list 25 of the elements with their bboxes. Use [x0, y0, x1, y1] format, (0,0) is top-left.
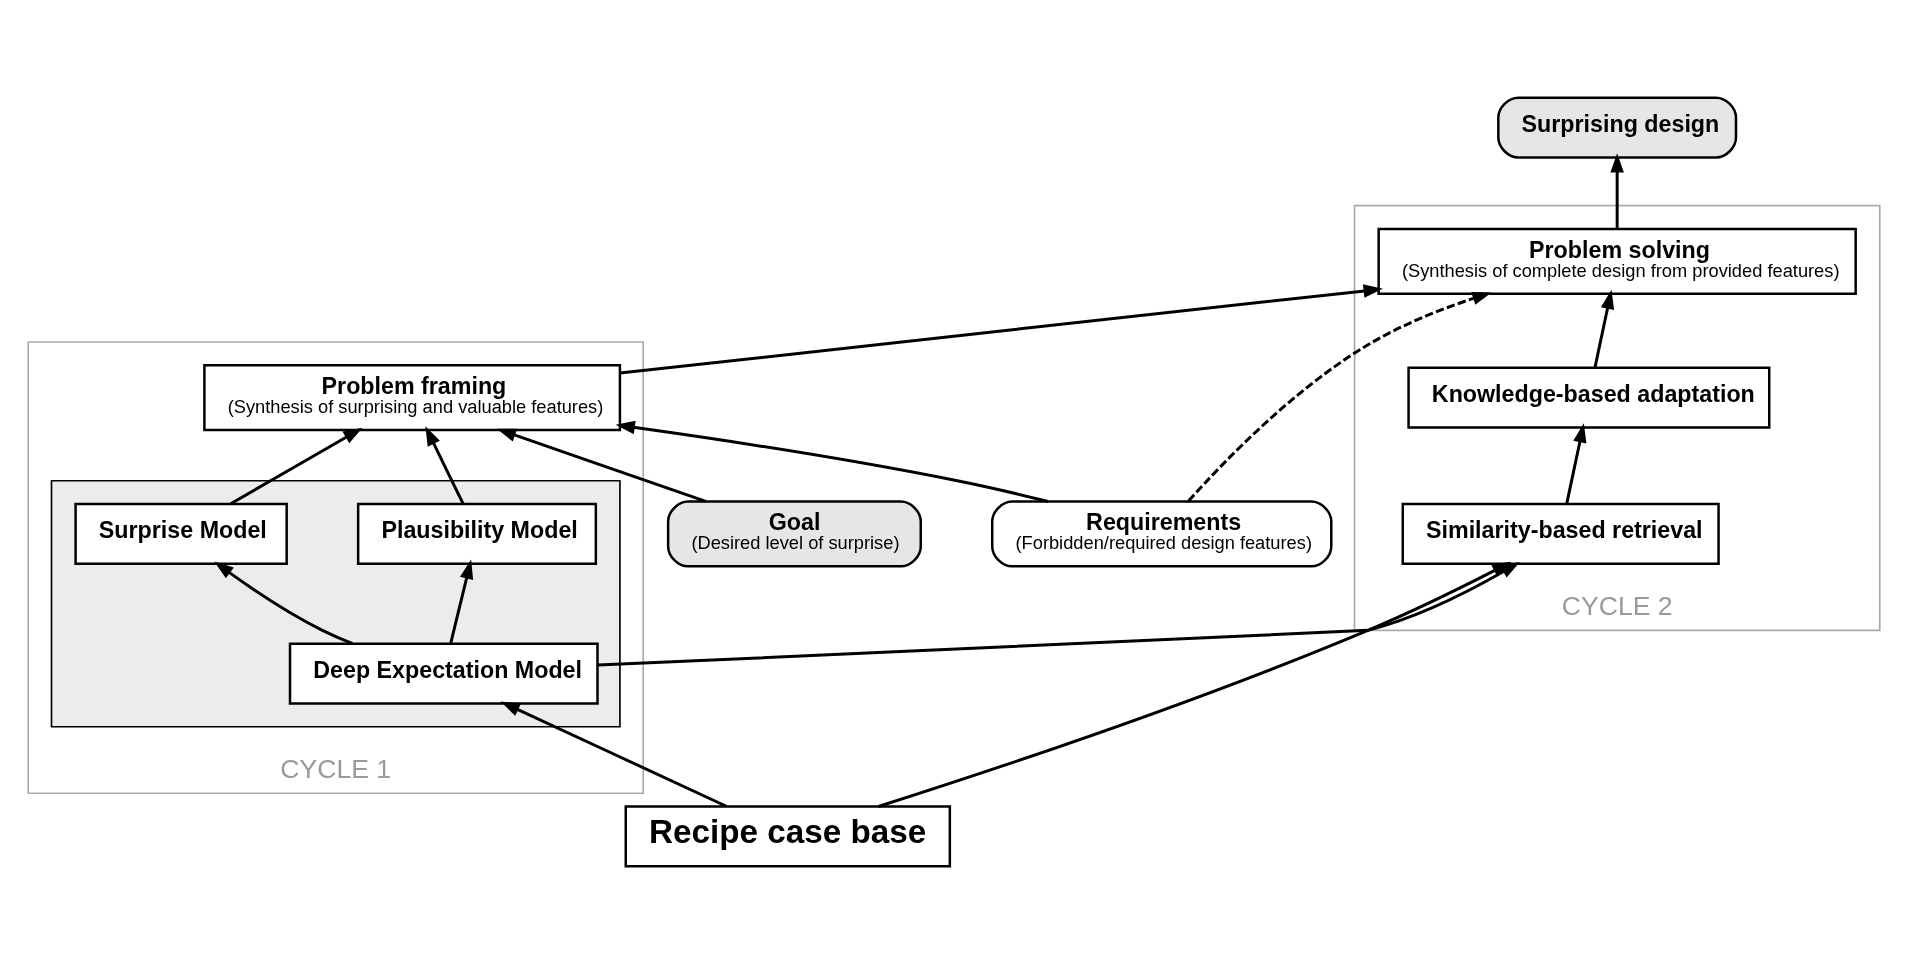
node-box: Problem framing (Synthesis of surprising and valuable features)	[203, 363, 622, 431]
arrow	[878, 561, 1512, 808]
arrow	[500, 701, 727, 808]
arrow	[1565, 422, 1587, 504]
arrow	[496, 428, 707, 503]
arrow	[1187, 291, 1492, 502]
arrow	[425, 425, 465, 504]
arrow	[214, 560, 354, 645]
arrow	[1593, 289, 1615, 367]
node-box: Surprising design	[1497, 95, 1738, 159]
node-box: Goal (Desired level of surprise)	[666, 499, 922, 568]
node-box: Similarity-based retrieval	[1401, 502, 1720, 565]
arrow	[229, 427, 363, 505]
node-box: Knowledge-based adaptation	[1407, 366, 1771, 429]
node-box: Requirements (Forbidden/required design features)	[991, 499, 1333, 568]
arrow	[615, 420, 1049, 503]
node-box: Recipe case base	[624, 804, 952, 868]
arrow	[1610, 152, 1624, 229]
node-box: Surprise Model	[74, 502, 288, 565]
node-box: Plausibility Model	[356, 502, 598, 565]
arrow	[619, 283, 1383, 375]
cluster	[50, 479, 621, 728]
node-box: Problem solving (Synthesis of complete design from provided features)	[1377, 227, 1857, 295]
node-box: Deep Expectation Model	[288, 641, 599, 705]
arrow	[449, 559, 474, 643]
